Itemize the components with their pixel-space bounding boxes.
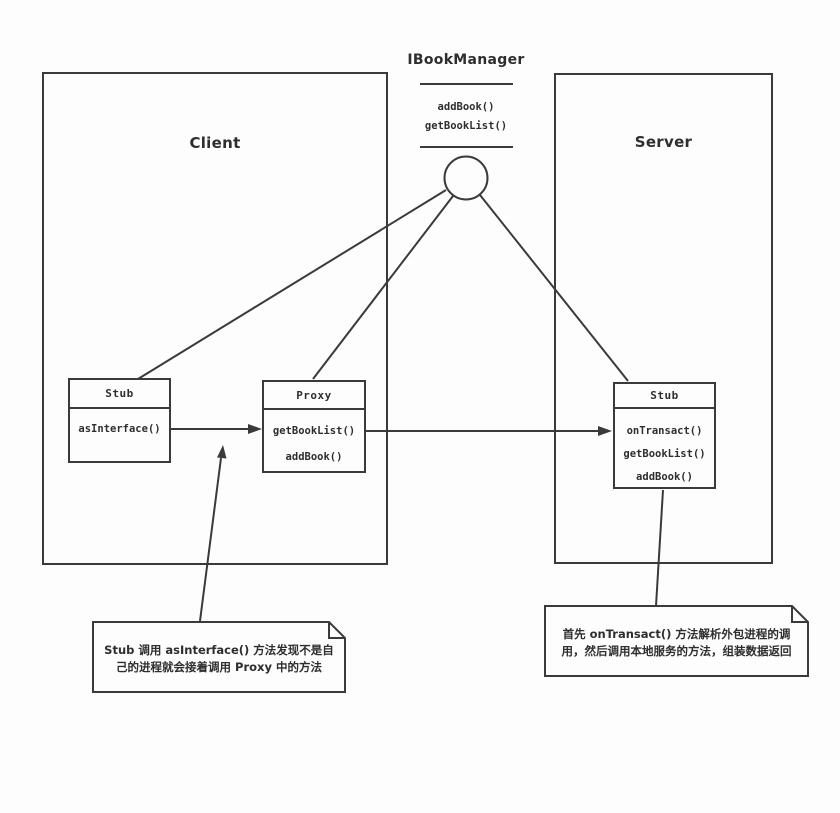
server-stub-method-ontransact: onTransact() <box>626 425 703 437</box>
proxy-method-addbook: addBook() <box>285 451 343 463</box>
server-stub-method-addbook: addBook() <box>636 471 693 483</box>
note-right: 首先 onTransact() 方法解析外包进程的调 用，然后调用本地服务的方法… <box>548 610 805 672</box>
proxy-class: Proxy getBookList() addBook() <box>262 380 366 473</box>
note-right-line2: 用，然后调用本地服务的方法，组装数据返回 <box>561 644 792 658</box>
interface-name: IBookManager <box>407 52 525 68</box>
server-title: Server <box>634 133 693 151</box>
interface-method-getbooklist: getBookList() <box>424 120 508 132</box>
note-left-line2: 己的进程就会接着调用 Proxy 中的方法 <box>116 660 322 674</box>
proxy-title: Proxy <box>264 382 364 410</box>
arrow-noteleft-to-call-line <box>199 457 222 622</box>
client-stub-class: Stub asInterface() <box>68 378 171 463</box>
connector-serverstub-to-noteright <box>655 489 664 607</box>
client-title: Client <box>189 134 241 152</box>
client-stub-method-asinterface: asInterface() <box>78 423 161 435</box>
interface-divider-top <box>420 83 513 85</box>
proxy-method-getbooklist: getBookList() <box>272 425 356 437</box>
note-left-fold-icon <box>328 622 345 639</box>
client-container: Client <box>42 72 388 565</box>
client-stub-title: Stub <box>70 380 169 409</box>
arrowhead-into-proxy <box>248 424 262 434</box>
lollipop-circle <box>443 155 489 201</box>
note-left-line1: Stub 调用 asInterface() 方法发现不是自 <box>104 643 334 657</box>
server-container: Server <box>554 73 773 564</box>
note-left-shape <box>92 621 346 693</box>
interface-divider-bottom <box>420 146 513 148</box>
note-right-line1: 首先 onTransact() 方法解析外包进程的调 <box>562 627 791 641</box>
connector-lollipop-to-client-stub <box>137 189 447 380</box>
note-right-fold-icon <box>791 606 808 623</box>
server-stub-method-getbooklist: getBookList() <box>623 448 706 460</box>
arrowhead-noteleft <box>217 445 227 459</box>
arrowhead-into-serverstub <box>598 426 612 436</box>
note-left: Stub 调用 asInterface() 方法发现不是自 己的进程就会接着调用… <box>97 626 341 688</box>
note-right-shape <box>544 605 809 677</box>
server-stub-title: Stub <box>615 384 714 409</box>
interface-method-addbook: addBook() <box>437 101 495 113</box>
connector-lollipop-to-proxy <box>312 195 454 380</box>
server-stub-class: Stub onTransact() getBookList() addBook(… <box>613 382 716 489</box>
